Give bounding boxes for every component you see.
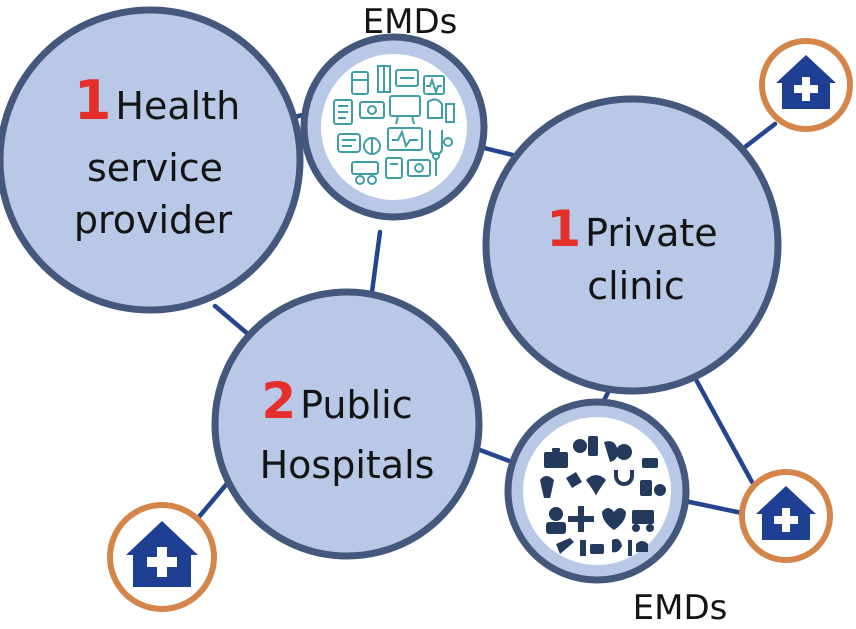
medical-devices-outline-icons (333, 65, 455, 185)
public-number: 2 (261, 372, 296, 430)
connector-emd-bottom-house-right (677, 497, 745, 516)
private-number: 1 (546, 200, 581, 258)
private-circle (482, 95, 782, 395)
health-label-line1: Health (115, 84, 240, 128)
emd-bottom-label: EMDs (633, 588, 728, 628)
house-icon-bottom-left (107, 502, 217, 612)
connector-private-house-top (742, 121, 778, 150)
public-label-line1: Public (300, 383, 412, 427)
node-emd-bottom: EMDs (504, 398, 728, 628)
public-circle (211, 288, 483, 560)
connector-emd-top-private (477, 144, 516, 158)
medical-devices-solid-icons (540, 436, 666, 556)
connector-public-house-left (195, 477, 233, 521)
node-emd-top: EMDs (300, 2, 488, 221)
public-label-line2: Hospitals (260, 443, 435, 487)
health-number: 1 (74, 69, 112, 132)
connector-private-house-right (691, 373, 755, 485)
house-medical-cross-icon (776, 55, 836, 109)
health-label-line2: service (87, 146, 223, 190)
house-icon-top-right (759, 38, 853, 132)
house-medical-cross-icon (756, 486, 816, 540)
private-label-line2: clinic (587, 264, 685, 308)
house-icon-bottom-right (739, 469, 833, 563)
health-label-line3: provider (74, 198, 233, 242)
connector-emd-top-public (369, 229, 383, 295)
private-label-line1: Private (585, 211, 717, 255)
health-circle (0, 6, 304, 314)
house-medical-cross-icon (126, 521, 198, 587)
